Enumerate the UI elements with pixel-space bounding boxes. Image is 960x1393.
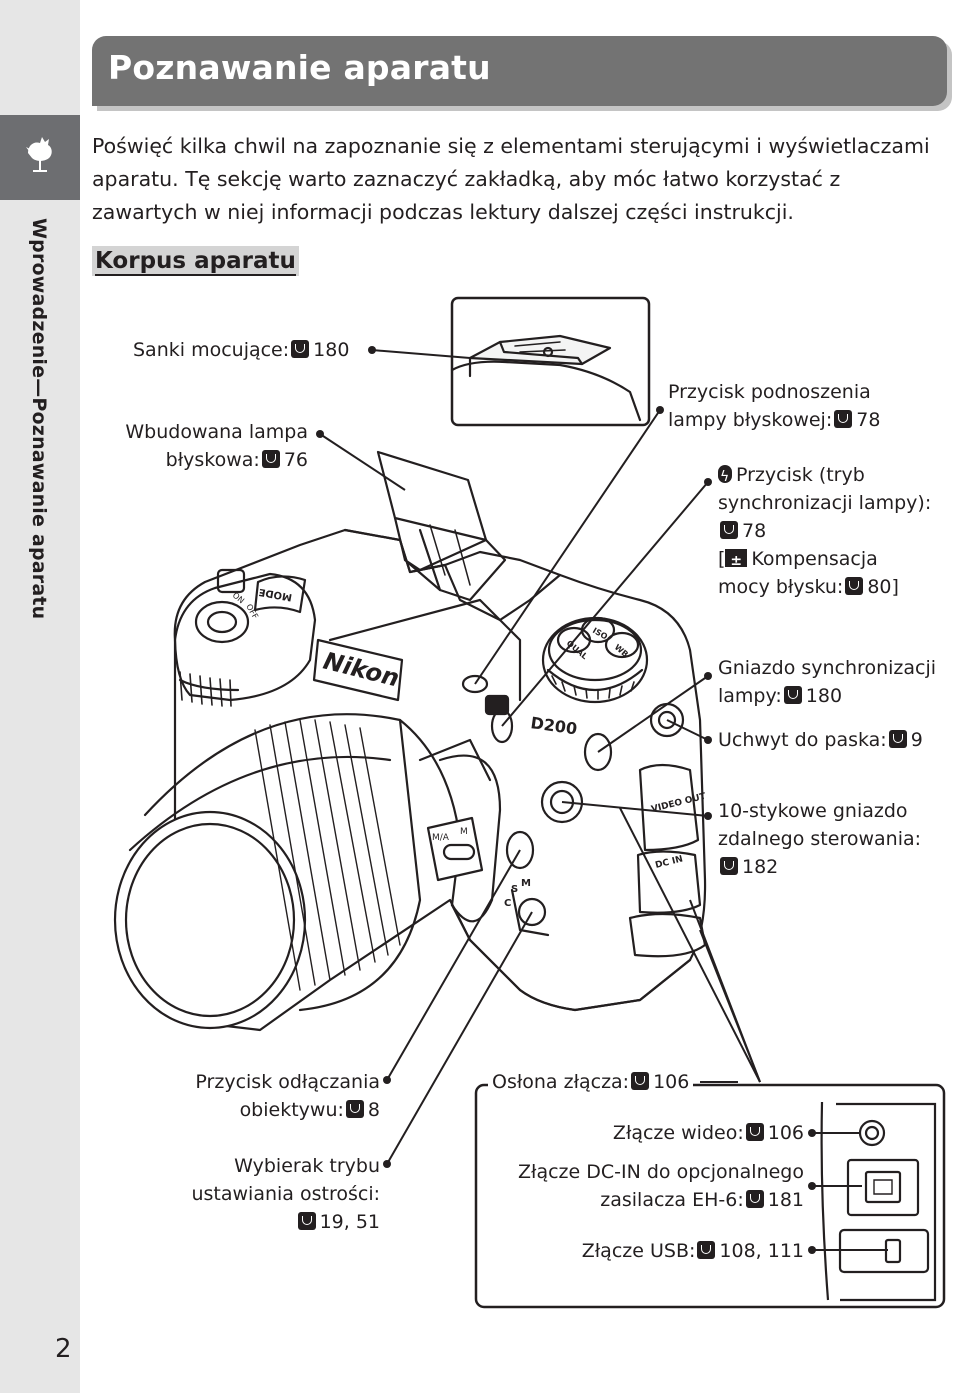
sidebar-chapter-label: Wprowadzenie—Poznawanie aparatu	[28, 218, 50, 620]
label-builtin-flash: Wbudowana lampa błyskowa: 76	[100, 418, 308, 474]
label-focus-mode: Wybierak trybu ustawiania ostrości: 19, …	[150, 1152, 380, 1236]
label-video-out-page: 106	[767, 1122, 804, 1144]
page-title: Poznawanie aparatu	[108, 48, 491, 87]
label-remote-page: 182	[742, 856, 779, 878]
label-flash-comp-bracket: [	[718, 548, 726, 570]
label-hot-shoe-page: 180	[313, 339, 350, 361]
label-builtin-flash-line1: Wbudowana lampa	[125, 421, 308, 443]
label-flash-comp-text2: mocy błysku:	[718, 576, 844, 598]
label-flash-comp-line1: [ Kompensacja	[718, 545, 931, 575]
label-usb-page: 108, 111	[719, 1240, 804, 1262]
label-video-out: Złącze wideo: 106	[560, 1119, 804, 1147]
page-ref-icon	[345, 1100, 364, 1118]
page-ref-icon	[888, 730, 907, 748]
label-dc-in: Złącze DC-IN do opcjonalnego zasilacza E…	[490, 1158, 804, 1214]
label-strap-text: Uchwyt do paska:	[718, 729, 887, 751]
hot-shoe-inset	[450, 296, 651, 427]
label-flash-mode-line3: 78	[718, 517, 931, 545]
page-ref-icon	[297, 1212, 316, 1230]
label-focus-mode-line2: ustawiania ostrości:	[191, 1183, 380, 1205]
section-title: Korpus aparatu	[92, 246, 299, 276]
label-lens-release-text: obiektywu:	[239, 1099, 344, 1121]
label-video-out-text: Złącze wideo:	[612, 1122, 744, 1144]
label-connector-cover-text: Osłona złącza:	[492, 1071, 630, 1093]
label-dc-in-line1: Złącze DC-IN do opcjonalnego	[518, 1161, 804, 1183]
label-remote-line3: 182	[718, 853, 921, 881]
page-ref-icon	[783, 686, 802, 704]
label-usb-text: Złącze USB:	[581, 1240, 696, 1262]
page-number: 2	[55, 1334, 72, 1364]
page-ref-icon	[845, 577, 864, 595]
label-connector-cover-page: 106	[653, 1071, 690, 1093]
lens-front	[113, 810, 307, 1030]
label-sync-text: lampy:	[718, 685, 782, 707]
section-title-text: Korpus aparatu	[95, 248, 296, 276]
label-flash-mode-line2: synchronizacji lampy):	[718, 492, 932, 514]
label-flash-popup-page: 78	[856, 409, 881, 431]
built-in-flash	[376, 450, 488, 542]
label-lens-release-line1: Przycisk odłączania	[195, 1071, 380, 1093]
connector-inset	[474, 1083, 946, 1309]
label-lens-release-line2: obiektywu: 8	[150, 1096, 380, 1124]
label-builtin-flash-text: błyskowa:	[165, 449, 260, 471]
label-usb: Złącze USB: 108, 111	[540, 1237, 804, 1265]
page-ref-icon	[291, 340, 310, 358]
focus-s-mark: S	[511, 884, 518, 895]
label-flash-popup-line2: lampy błyskowej: 78	[668, 406, 880, 434]
focus-m-mark: M	[521, 878, 531, 889]
page-ref-icon	[834, 410, 853, 428]
label-hot-shoe-text: Sanki mocujące:	[133, 339, 290, 361]
intro-paragraph: Poświęć kilka chwil na zapoznanie się z …	[92, 134, 930, 224]
page-ref-icon	[697, 1241, 716, 1259]
sidebar-chapter-tab	[0, 115, 80, 200]
rooster-icon	[26, 137, 52, 172]
label-remote-line1: 10-stykowe gniazdo	[718, 800, 908, 822]
flash-compensation-icon	[725, 547, 748, 575]
label-flash-popup-text: lampy błyskowej:	[668, 409, 833, 431]
page-ref-icon	[631, 1072, 650, 1090]
label-lens-release-page: 8	[367, 1099, 380, 1121]
label-flash-popup: Przycisk podnoszenia lampy błyskowej: 78	[668, 378, 880, 434]
label-lens-release: Przycisk odłączania obiektywu: 8	[150, 1068, 380, 1124]
label-hot-shoe: Sanki mocujące: 180	[133, 336, 349, 364]
label-flash-mode-page: 78	[742, 520, 767, 542]
label-dc-in-text: zasilacza EH-6:	[600, 1189, 744, 1211]
label-strap-page: 9	[910, 729, 923, 751]
label-flash-popup-line1: Przycisk podnoszenia	[668, 381, 871, 403]
label-sync-terminal: Gniazdo synchronizacji lampy: 180	[718, 654, 936, 710]
page-ref-icon	[261, 450, 280, 468]
page-ref-icon	[720, 857, 738, 875]
lens-switch-m-mark: M	[460, 827, 468, 837]
label-flash-mode: Przycisk (tryb synchronizacji lampy): 78…	[718, 461, 931, 601]
label-builtin-flash-page: 76	[283, 449, 308, 471]
label-sync-line2: lampy: 180	[718, 682, 936, 710]
page-ref-icon	[745, 1190, 764, 1208]
label-focus-mode-line3: 19, 51	[150, 1208, 380, 1236]
focus-c-mark: C	[504, 898, 511, 909]
label-focus-mode-page: 19, 51	[319, 1211, 380, 1233]
label-sync-page: 180	[805, 685, 843, 707]
lens-switch-ma-mark: M/A	[432, 833, 450, 843]
flash-mode-icon	[718, 463, 732, 491]
label-builtin-flash-line2: błyskowa: 76	[100, 446, 308, 474]
label-flash-comp-text1: Kompensacja	[751, 548, 878, 570]
label-flash-comp-page: 80]	[867, 576, 899, 598]
header-bar: Poznawanie aparatu	[92, 36, 947, 106]
page-ref-icon	[745, 1123, 764, 1141]
label-strap-eyelet: Uchwyt do paska: 9	[718, 726, 923, 754]
sidebar-strip	[0, 0, 80, 1393]
page-ref-icon	[720, 521, 738, 539]
label-dc-in-page: 181	[767, 1189, 804, 1211]
label-remote-line2: zdalnego sterowania:	[718, 828, 922, 850]
label-remote-terminal: 10-stykowe gniazdo zdalnego sterowania: …	[718, 797, 921, 881]
label-flash-mode-line1: Przycisk (tryb	[718, 461, 931, 491]
label-dc-in-line2: zasilacza EH-6: 181	[490, 1186, 804, 1214]
label-flash-mode-text1: Przycisk (tryb	[736, 464, 865, 486]
label-focus-mode-line1: Wybierak trybu	[234, 1155, 380, 1177]
label-connector-cover: Osłona złącza: 106	[488, 1068, 694, 1096]
label-sync-line1: Gniazdo synchronizacji	[718, 657, 937, 679]
label-flash-comp-line2: mocy błysku: 80]	[718, 573, 931, 601]
